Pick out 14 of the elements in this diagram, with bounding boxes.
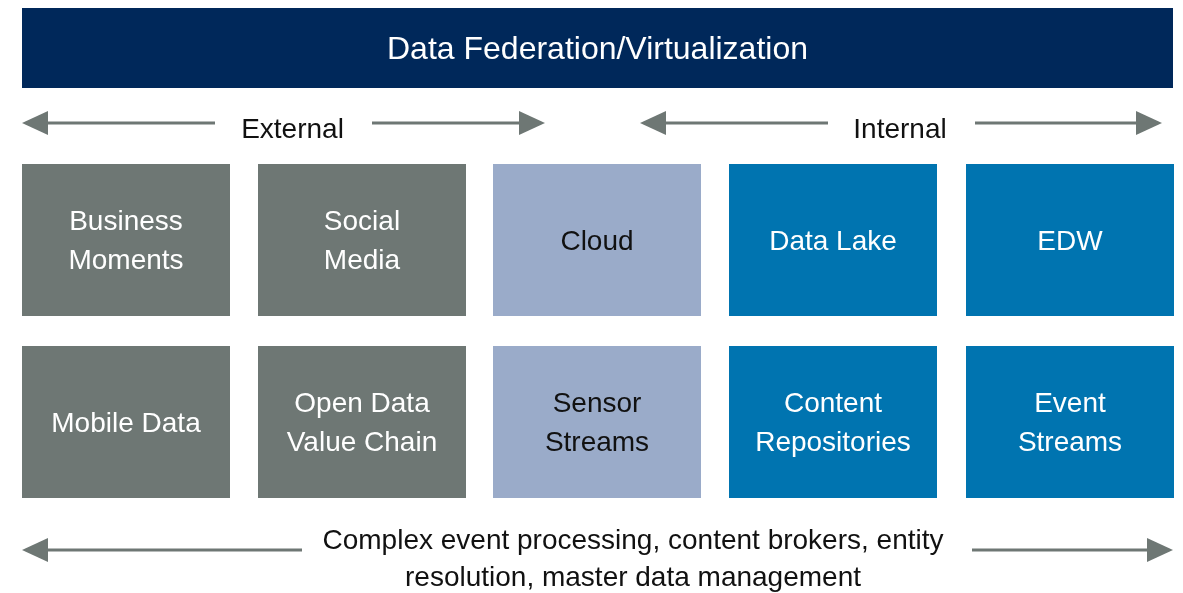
category-box: EDW bbox=[966, 164, 1174, 316]
title-banner: Data Federation/Virtualization bbox=[22, 8, 1173, 88]
section-label: External bbox=[240, 112, 345, 146]
category-box: Event Streams bbox=[966, 346, 1174, 498]
category-box: Sensor Streams bbox=[493, 346, 701, 498]
category-box: Mobile Data bbox=[22, 346, 230, 498]
category-box: Data Lake bbox=[729, 164, 937, 316]
category-box: Open Data Value Chain bbox=[258, 346, 466, 498]
category-box: Business Moments bbox=[22, 164, 230, 316]
category-box: Content Repositories bbox=[729, 346, 937, 498]
section-label: Internal bbox=[852, 112, 948, 146]
note-text: Complex event processing, content brokers, entity resolution, master data management bbox=[321, 523, 945, 593]
category-box: Social Media bbox=[258, 164, 466, 316]
category-box: Cloud bbox=[493, 164, 701, 316]
